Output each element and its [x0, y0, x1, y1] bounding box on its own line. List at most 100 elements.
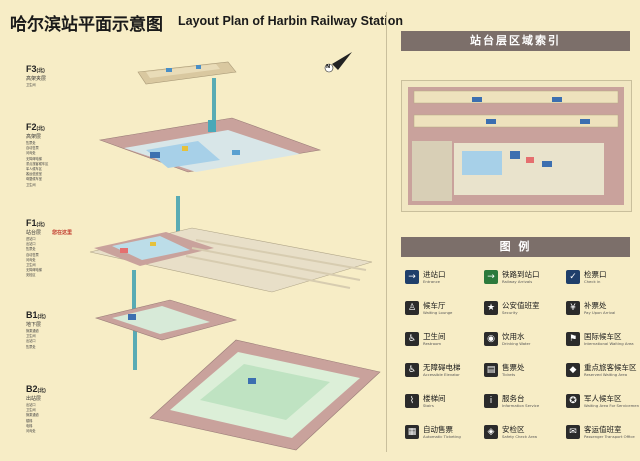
- legend-label-en: Reserved Waiting Area: [584, 372, 628, 377]
- legend-label-cn: 服务台: [502, 394, 525, 403]
- legend-label-en: Accessible Elevator: [423, 372, 460, 377]
- legend-label-cn: 进站口: [423, 270, 446, 279]
- legend-label-en: Passenger Transport Office: [584, 434, 635, 439]
- legend-label-en: International Waiting Area: [584, 341, 634, 346]
- floor-legend-f2: 售票处自动售票问询处无障碍电梯重点旅客候车区军人候车区客运值班室母婴候车室卫生间: [26, 141, 49, 187]
- drinking-water-icon: ◉: [484, 332, 498, 346]
- legend-label-en: Waiting Area For Servicemen: [584, 403, 640, 408]
- elevator-shafts: [132, 78, 216, 370]
- automatic-ticketing-icon: ▦: [405, 425, 419, 439]
- entrance-icon: →: [405, 270, 419, 284]
- check-in-icon: ✓: [566, 270, 580, 284]
- index-panel-title: 站台层区域索引: [401, 31, 630, 51]
- floor-label-b2: B2(北): [26, 384, 46, 394]
- railway-arrivals-icon: →: [484, 270, 498, 284]
- accessible-elevator-icon: ♿: [405, 363, 419, 377]
- legend-label-cn: 客运值班室: [584, 425, 622, 434]
- floor-label-f1: F1(北): [26, 218, 45, 228]
- restroom-icon: ♿: [405, 332, 419, 346]
- pay-upon-arrival-icon: ¥: [566, 301, 580, 315]
- floor-legend-b1: 换乘通道卫生间出站口售票处: [26, 329, 39, 349]
- legend-label-cn: 检票口: [584, 270, 607, 279]
- floor-label-f3: F3(北): [26, 64, 45, 74]
- legend-label-en: Information Service: [502, 403, 540, 408]
- page-title-cn: 哈尔滨站平面示意图: [10, 15, 163, 35]
- floor-plan-drawing: [89, 52, 381, 451]
- tickets-icon: ▤: [484, 363, 498, 377]
- legend-label-cn: 安检区: [502, 425, 525, 434]
- legend-label-en: Pay Upon Arrival: [584, 310, 616, 315]
- legend-label-cn: 自动售票: [423, 425, 453, 434]
- floor-b2-plan: [149, 339, 381, 451]
- waiting-lounge-icon: ♙: [405, 301, 419, 315]
- legend-label-cn: 售票处: [502, 363, 525, 372]
- legend-label-cn: 国际候车区: [584, 332, 622, 341]
- floor-sub-b1: 地下层: [26, 322, 42, 328]
- reserved-waiting-icon: ◆: [566, 363, 580, 377]
- legend-label-en: Check in: [584, 279, 601, 284]
- compass-rose: [324, 52, 352, 73]
- floor-f1-plan: [89, 227, 373, 293]
- legend-label-cn: 饮用水: [502, 332, 525, 341]
- legend-label-cn: 无障碍电梯: [423, 363, 461, 372]
- floor-legend-b2: 出站口卫生间换乘通道楼梯电梯问询处: [26, 403, 39, 434]
- floor-b1-plan: [94, 299, 238, 341]
- legend-label-en: Tickets: [502, 372, 516, 377]
- floor-f3-plan: [137, 61, 237, 85]
- floor-legend-f3: 卫生间: [26, 83, 36, 87]
- legend-label-en: Stairs: [423, 403, 434, 408]
- legend-label-en: Waiting Lounge: [423, 310, 453, 315]
- floor-sub-f1: 站台层: [26, 230, 42, 236]
- platform-index-map: [401, 80, 632, 212]
- legend-label-en: Restroom: [423, 341, 442, 346]
- legend-label-cn: 候车厅: [423, 301, 446, 310]
- legend-label-en: Entrance: [423, 279, 441, 284]
- floor-label-b1: B1(北): [26, 310, 46, 320]
- floor-legend-f1: 进站口出站口售票处自动售票问询处卫生间无障碍电梯安检区: [26, 237, 42, 278]
- floor-f2-plan: [98, 117, 322, 173]
- floor-label-f2: F2(北): [26, 122, 45, 132]
- floor-sub-f3: 高架夹层: [26, 76, 47, 82]
- legend-label-cn: 卫生间: [423, 332, 446, 341]
- floor-sub-b2: 出站层: [26, 396, 42, 402]
- legend-label-cn: 楼梯间: [423, 394, 446, 403]
- compass-label: N: [326, 64, 331, 70]
- legend-label-en: Drinking Water: [502, 341, 531, 346]
- legend-label-cn: 铁路到站口: [502, 270, 540, 279]
- legend-panel-title: 图 例: [401, 237, 630, 257]
- international-waiting-icon: ⚑: [566, 332, 580, 346]
- you-are-here-tag: 您在这里: [52, 230, 73, 236]
- legend-label-cn: 补票处: [584, 301, 607, 310]
- passenger-transport-icon: ✉: [566, 425, 580, 439]
- floor-sub-f2: 高架层: [26, 134, 42, 140]
- legend-label-cn: 公安值班室: [502, 301, 540, 310]
- legend-label-en: Railway Arrivals: [502, 279, 533, 284]
- servicemen-waiting-icon: ✪: [566, 394, 580, 408]
- safety-check-icon: ◈: [484, 425, 498, 439]
- legend-label-cn: 重点旅客候车区: [584, 363, 637, 372]
- information-icon: i: [484, 394, 498, 408]
- legend-label-en: Security: [502, 310, 518, 315]
- security-icon: ★: [484, 301, 498, 315]
- legend-label-en: Automatic Ticketing: [423, 434, 461, 439]
- stairs-icon: ⌇: [405, 394, 419, 408]
